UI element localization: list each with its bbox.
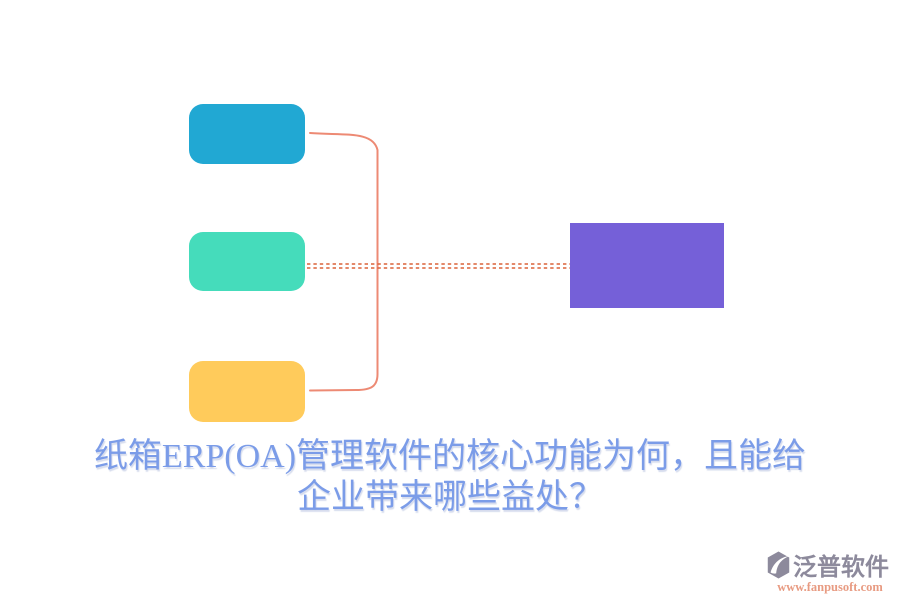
watermark-url-text: www.fanpusoft.com (777, 580, 883, 594)
source-node-middle (189, 232, 305, 291)
fanpu-logo-icon (766, 550, 791, 579)
page-title-line-1: 纸箱ERP(OA)管理软件的核心功能为何，且能给 (93, 438, 807, 475)
watermark: 泛普软件 www.fanpusoft.com (766, 547, 894, 595)
watermark-brand-text: 泛普软件 (793, 555, 889, 581)
page-title-line-2: 企业带来哪些益处？ (297, 479, 603, 516)
source-node-bottom (189, 361, 305, 422)
bracket-connector-line (309, 132, 379, 392)
target-node (570, 223, 724, 308)
page-title: 纸箱ERP(OA)管理软件的核心功能为何，且能给 企业带来哪些益处？ (0, 436, 900, 518)
source-node-top (189, 104, 305, 164)
